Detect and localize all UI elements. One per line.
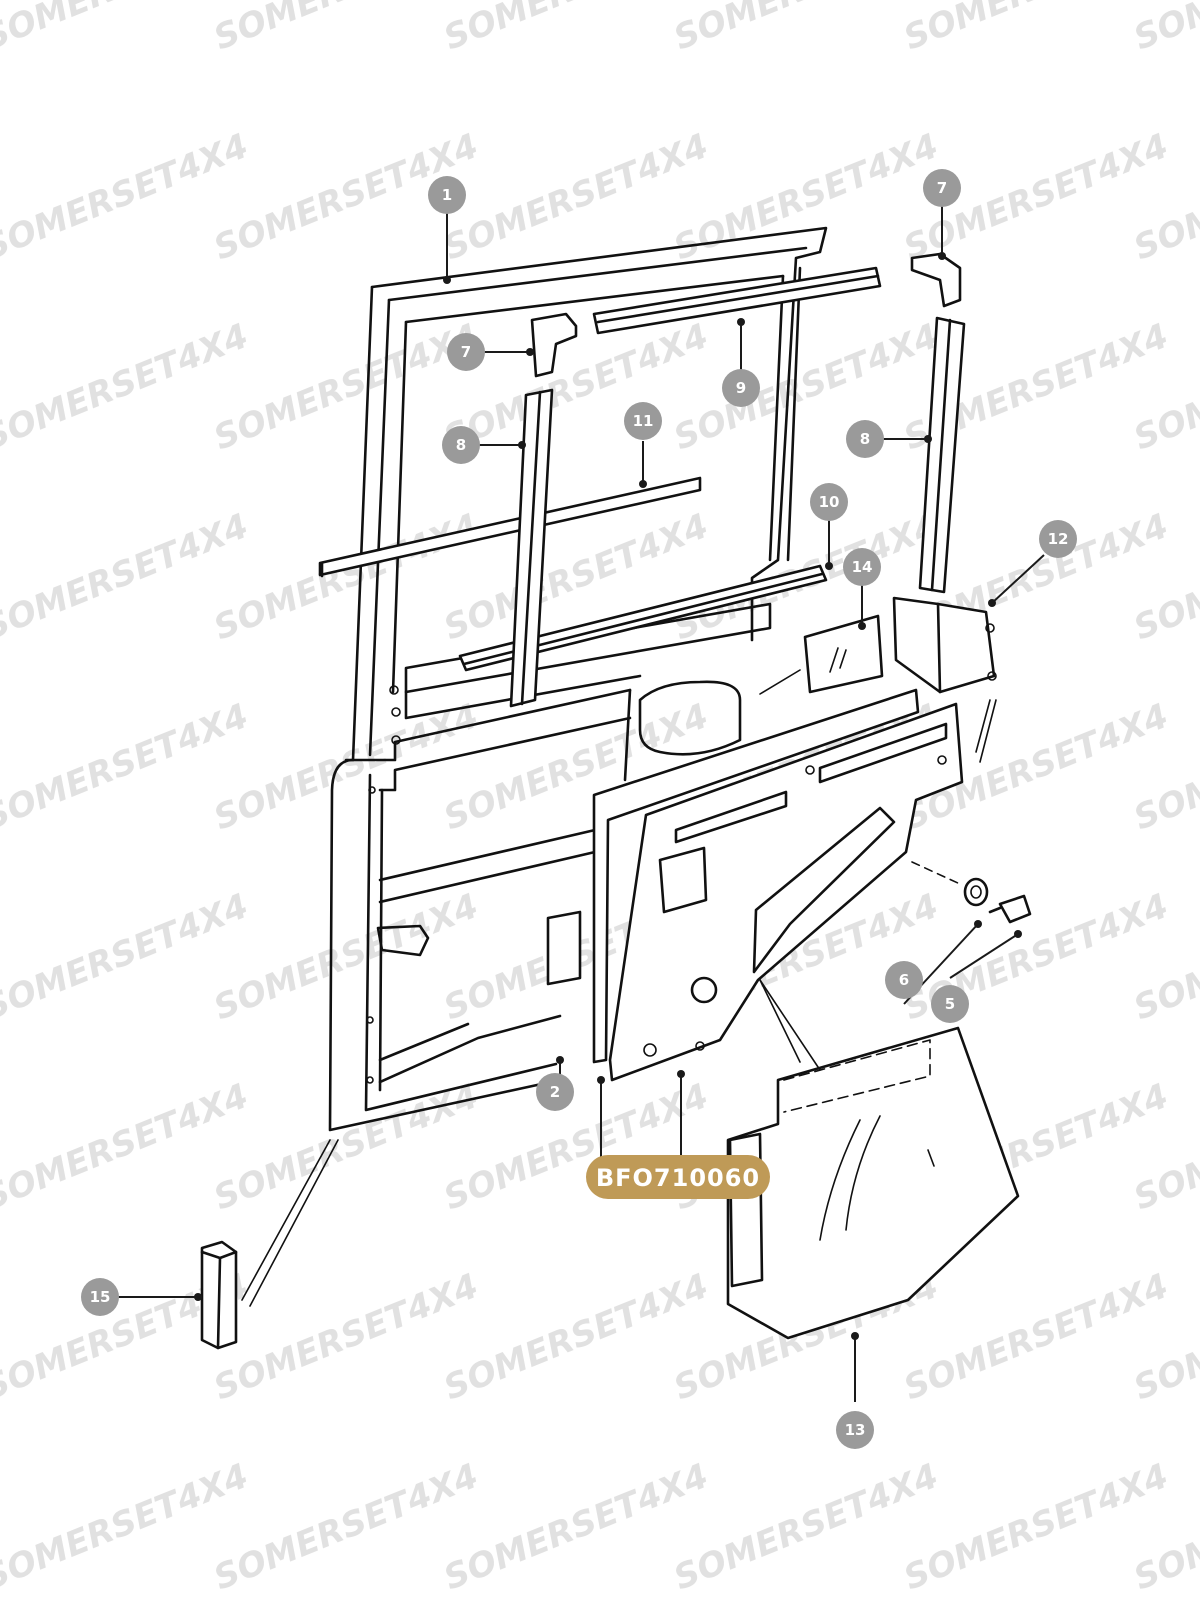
svg-text:5: 5 <box>945 995 955 1013</box>
callout-7-right: 7 <box>923 169 961 207</box>
part-2-trim-panel <box>546 688 920 1064</box>
callout-8-right: 8 <box>846 420 884 458</box>
callout-15: 15 <box>81 1278 119 1316</box>
svg-text:15: 15 <box>90 1288 111 1306</box>
svg-text:11: 11 <box>633 412 654 430</box>
washer-and-bolt <box>911 861 1032 924</box>
callout-2: 2 <box>536 1073 574 1111</box>
part-14-glass <box>803 614 884 694</box>
svg-text:13: 13 <box>845 1421 866 1439</box>
watermark-text: SOMERSET4X4 <box>668 1456 944 1598</box>
callout-11: 11 <box>624 402 662 440</box>
callout-14: 14 <box>843 548 881 586</box>
watermark-text: SOMERSET4X4 <box>208 886 484 1028</box>
svg-text:BFO710060: BFO710060 <box>596 1164 760 1192</box>
svg-text:2: 2 <box>550 1083 560 1101</box>
callout-5: 5 <box>931 985 969 1023</box>
callout-1: 1 <box>428 176 466 214</box>
part-7-corners <box>530 252 962 378</box>
watermark-text: SOMERSET4X4 <box>668 316 944 458</box>
watermark-text: SOMERSET4X4 <box>208 506 484 648</box>
watermark-text: SOMERSET4X4 <box>898 1266 1174 1408</box>
part-number-badge[interactable]: BFO710060 <box>586 1155 770 1199</box>
watermark-text: SOMERSET4X4 <box>208 1076 484 1218</box>
watermark-text: SOMERSET4X4 <box>208 316 484 458</box>
leader-lines <box>118 188 1045 1402</box>
callout-13: 13 <box>836 1411 874 1449</box>
callout-6: 6 <box>885 961 923 999</box>
door-frame <box>328 226 828 1132</box>
svg-text:8: 8 <box>860 430 870 448</box>
part-11-rail <box>318 476 702 578</box>
part-8-channels <box>509 316 966 708</box>
watermark-text: SOMERSET4X4 <box>1128 0 1200 58</box>
svg-text:1: 1 <box>442 186 452 204</box>
svg-text:14: 14 <box>852 558 873 576</box>
part-12-bracket <box>892 596 997 694</box>
svg-text:12: 12 <box>1048 530 1069 548</box>
regulator-panel <box>608 702 964 1082</box>
svg-text:10: 10 <box>819 493 840 511</box>
part-15-block <box>200 1240 238 1350</box>
svg-text:7: 7 <box>461 343 471 361</box>
svg-text:7: 7 <box>937 179 947 197</box>
callout-8-left: 8 <box>442 426 480 464</box>
svg-text:8: 8 <box>456 436 466 454</box>
svg-text:9: 9 <box>736 379 746 397</box>
callout-12: 12 <box>1039 520 1077 558</box>
svg-text:6: 6 <box>899 971 909 989</box>
watermark-text: SOMERSET4X4 <box>208 696 484 838</box>
watermark-text: SOMERSET4X4 <box>438 1266 714 1408</box>
callout-10: 10 <box>810 483 848 521</box>
part-9-channel <box>592 266 882 335</box>
callout-7-left: 7 <box>447 333 485 371</box>
watermark-text: SOMERSET4X4 <box>898 1456 1174 1598</box>
explode-lines <box>241 669 997 1307</box>
watermark-text: SOMERSET4X4 <box>438 1456 714 1598</box>
part-13-door-glass <box>726 1026 1020 1340</box>
callout-9: 9 <box>722 369 760 407</box>
watermark-text: SOMERSET4X4 <box>208 1456 484 1598</box>
